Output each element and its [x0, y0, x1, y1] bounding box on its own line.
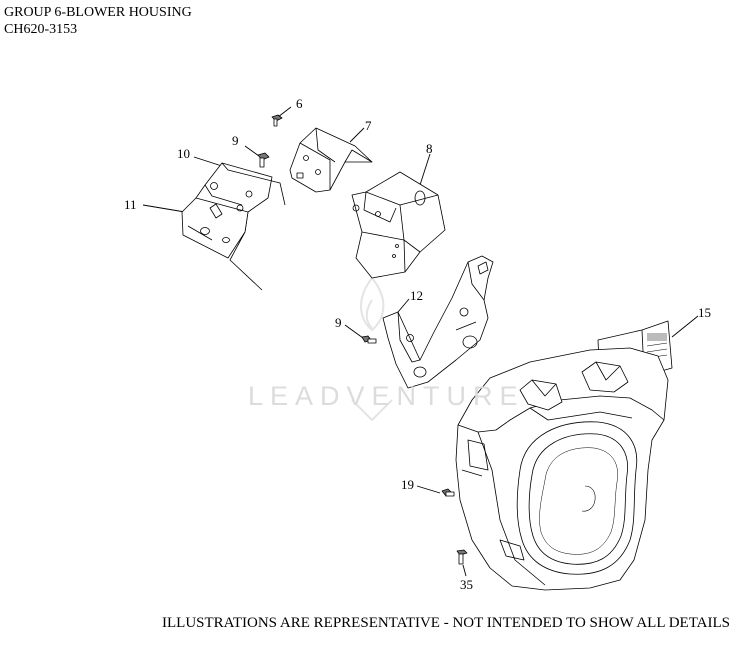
callout-12: 12: [410, 288, 423, 303]
disclaimer-footer: ILLUSTRATIONS ARE REPRESENTATIVE - NOT I…: [162, 615, 730, 631]
engine-model-number: CH620-3153: [4, 22, 78, 37]
watermark-text: LEADVENTURE: [248, 381, 525, 411]
callout-7: 7: [365, 118, 372, 133]
callout-35: 35: [460, 577, 473, 592]
callout-6: 6: [296, 96, 303, 111]
callout-9-upper: 9: [232, 133, 239, 148]
watermark-emblem: [351, 277, 393, 421]
part-10-11-side-baffle: [181, 162, 286, 291]
diagram-group-title: GROUP 6-BLOWER HOUSING: [4, 5, 192, 20]
part-9-upper-screw: [257, 152, 270, 168]
callout-8: 8: [426, 141, 433, 156]
part-35-stud: [456, 549, 468, 565]
callout-19: 19: [401, 477, 414, 492]
callout-10: 10: [177, 146, 190, 161]
part-9-lower-screw: [361, 335, 377, 344]
callout-9-lower: 9: [335, 315, 342, 330]
part-7-baffle: [289, 127, 373, 193]
part-12-bracket: [382, 255, 494, 389]
blower-housing: [455, 347, 669, 591]
part-6-screw: [271, 114, 283, 127]
callout-11: 11: [124, 197, 137, 212]
part-8-center-baffle: [351, 171, 446, 279]
part-19-bolt: [441, 488, 455, 497]
callout-15: 15: [698, 305, 711, 320]
